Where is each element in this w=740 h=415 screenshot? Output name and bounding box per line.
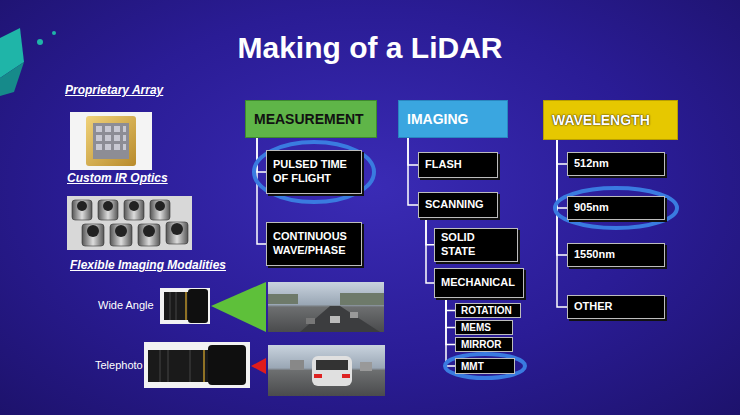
tree-connector [446,298,455,311]
node-text: OTHER [574,300,613,314]
tree-connector [557,140,567,164]
node-text: MEMS [461,322,491,333]
section-heading: Flexible Imaging Modalities [70,258,226,272]
category-header: IMAGING [398,100,508,138]
option-box: ROTATION [455,303,521,318]
node-text: SCANNING [425,198,484,212]
node-text: 512nm [574,157,609,171]
option-box: CONTINUOUS WAVE/PHASE [266,222,362,266]
sensor-array-photo [70,112,152,170]
option-box: 1550nm [567,243,665,267]
corner-dot [52,31,56,35]
tree-connector [408,138,418,205]
field-of-view-wide [211,282,266,332]
road-photo-wide [268,282,384,332]
node-text: 905nm [574,201,609,215]
node-text: CONTINUOUS WAVE/PHASE [273,230,355,258]
option-box: MMT [455,358,515,374]
option-box: SCANNING [418,192,498,218]
section-heading: Custom IR Optics [67,171,168,185]
node-text: WAVELENGTH [552,112,650,128]
option-box: OTHER [567,295,665,319]
option-box: PULSED TIME OF FLIGHT [266,150,362,194]
node-text: ROTATION [461,305,512,316]
ir-optics-photo [67,196,192,250]
corner-decoration [0,62,24,96]
node-text: MMT [461,361,484,372]
wide-angle-lens [160,288,210,324]
option-box: 905nm [567,196,665,220]
option-box: SOLID STATE [434,228,518,262]
node-text: PULSED TIME OF FLIGHT [273,158,355,186]
category-header: WAVELENGTH [543,100,678,140]
telephoto-lens [144,342,250,388]
node-text: MECHANICAL [441,276,515,290]
tree-connector [446,298,455,366]
node-text: MIRROR [461,339,502,350]
node-text: FLASH [425,158,462,172]
node-text: 1550nm [574,248,615,262]
option-box: MECHANICAL [434,268,524,298]
option-box: FLASH [418,152,498,178]
node-text: IMAGING [407,111,468,127]
tree-connector [408,138,418,165]
tree-connector [557,140,567,307]
option-box: MEMS [455,320,513,335]
highlight-ellipse [254,142,374,202]
section-heading: Proprietary Array [65,83,163,97]
tree-connector [446,298,455,328]
corner-dot [37,39,43,45]
slide-title: Making of a LiDAR [0,30,740,66]
option-box: MIRROR [455,337,513,352]
image-caption: Wide Angle [98,299,154,311]
highlight-ellipse [445,354,525,378]
node-text: MEASUREMENT [254,111,364,127]
option-box: 512nm [567,152,665,176]
tree-connector [446,298,455,345]
tree-connector [426,218,434,245]
highlight-ellipse [555,188,677,228]
road-photo-tele [268,345,385,396]
tree-connector [426,218,434,283]
image-caption: Telephoto [95,359,143,371]
field-of-view-tele [251,358,266,374]
node-text: SOLID STATE [441,231,511,259]
category-header: MEASUREMENT [245,100,377,138]
